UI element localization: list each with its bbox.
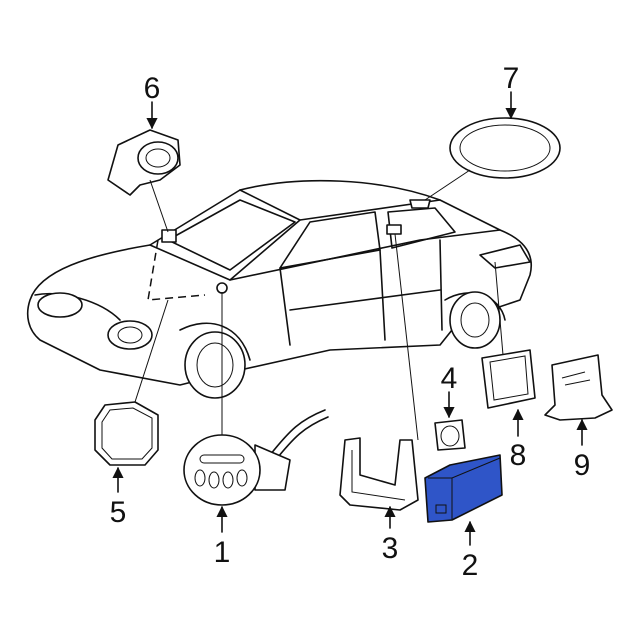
part-3-bracket (339, 233, 419, 511)
car-illustration (26, 179, 532, 399)
callout-3: 3 (382, 532, 399, 565)
dome-module (386, 224, 402, 235)
part-7-rear-speaker (424, 117, 561, 201)
callout-5: 5 (110, 496, 127, 529)
part-4-module (434, 419, 466, 451)
part-2-module-highlighted (424, 454, 503, 523)
part-5-speaker (94, 299, 169, 466)
callout-8: 8 (510, 439, 527, 472)
callout-9: 9 (574, 449, 591, 482)
callout-6: 6 (144, 72, 161, 105)
part-8-control-module (481, 261, 536, 409)
callout-2: 2 (462, 549, 479, 582)
callout-4: 4 (441, 362, 458, 395)
part-9-bracket (544, 354, 613, 421)
callout-1: 1 (214, 536, 231, 569)
part-1-climate-control (183, 292, 329, 506)
callout-7: 7 (503, 62, 520, 95)
callout-arrows (112, 91, 588, 546)
part-6-speaker-bracket (107, 129, 181, 233)
